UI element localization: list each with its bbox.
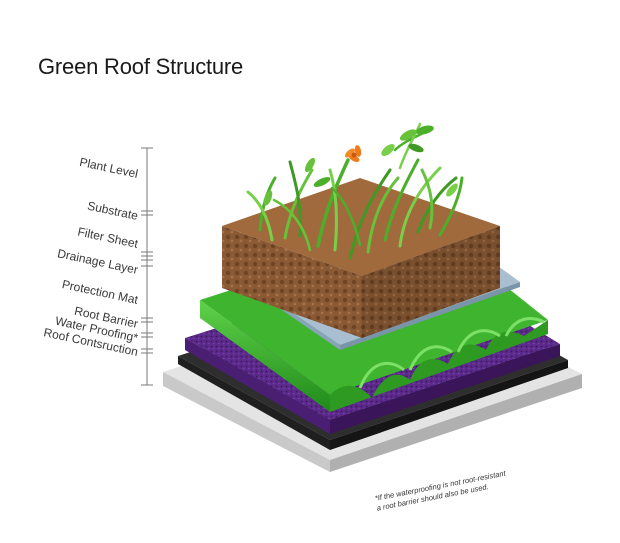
plant-level (246, 122, 464, 260)
label-protection-mat: Protection Mat (61, 277, 140, 307)
layer-scale (141, 147, 153, 386)
page-title: Green Roof Structure (38, 54, 244, 79)
flower-icon (345, 145, 362, 162)
layer-labels: Plant Level Substrate Filter Sheet Drain… (42, 155, 140, 359)
label-plant-level: Plant Level (78, 155, 139, 181)
label-substrate: Substrate (86, 199, 139, 223)
label-drainage-layer: Drainage Layer (56, 246, 139, 277)
label-filter-sheet: Filter Sheet (76, 224, 140, 251)
